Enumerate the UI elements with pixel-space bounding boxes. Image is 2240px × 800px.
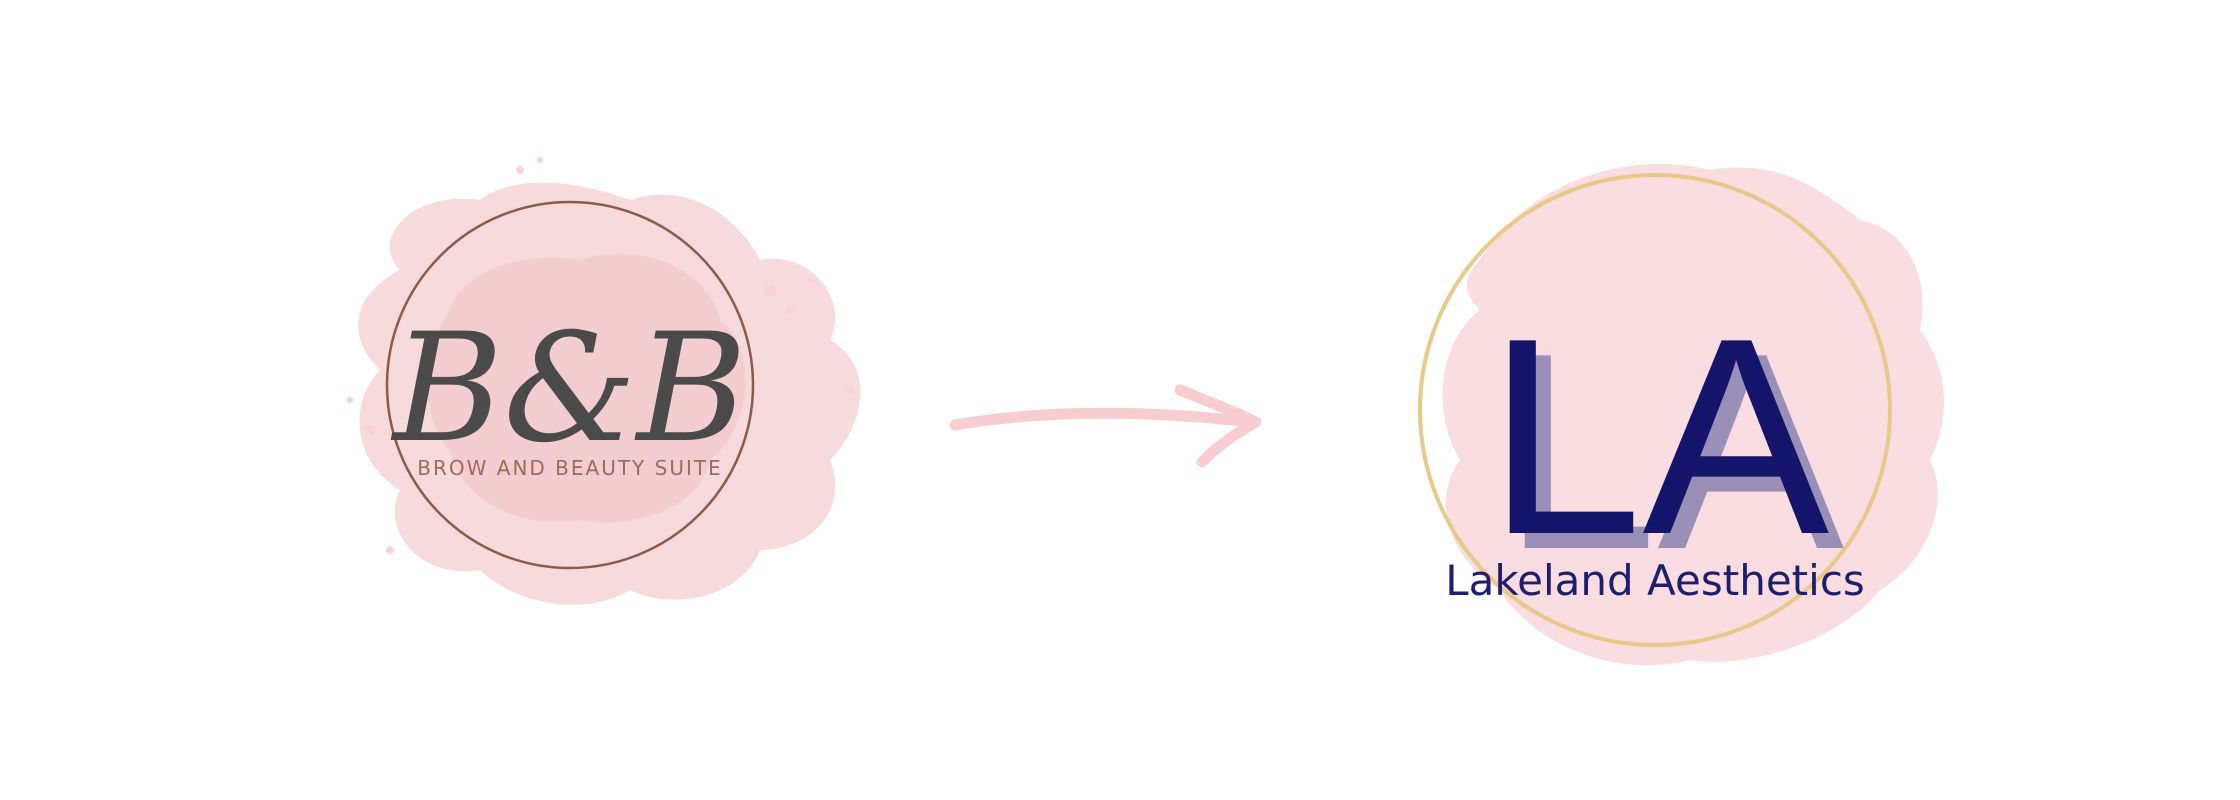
arrow-right-icon [949, 384, 1262, 468]
before-logo: B&B BROW AND BEAUTY SUITE [290, 130, 910, 650]
before-ring [385, 200, 755, 570]
after-logo: LA LA Lakeland Aesthetics [1390, 140, 1950, 700]
before-monogram: B&B [390, 302, 747, 476]
after-logo-artwork: LA LA Lakeland Aesthetics [1418, 164, 1944, 666]
before-tagline: BROW AND BEAUTY SUITE [417, 456, 722, 480]
brush-stroke-splash [1442, 164, 1944, 666]
after-monogram-shadow: LA [1502, 296, 1846, 608]
after-monogram: LA [1487, 281, 1831, 593]
watercolor-splash [347, 157, 861, 605]
transition-arrow [940, 370, 1280, 490]
after-name: Lakeland Aesthetics [1445, 556, 1865, 605]
before-logo-artwork: B&B BROW AND BEAUTY SUITE [347, 157, 861, 605]
after-ring [1418, 173, 1892, 647]
